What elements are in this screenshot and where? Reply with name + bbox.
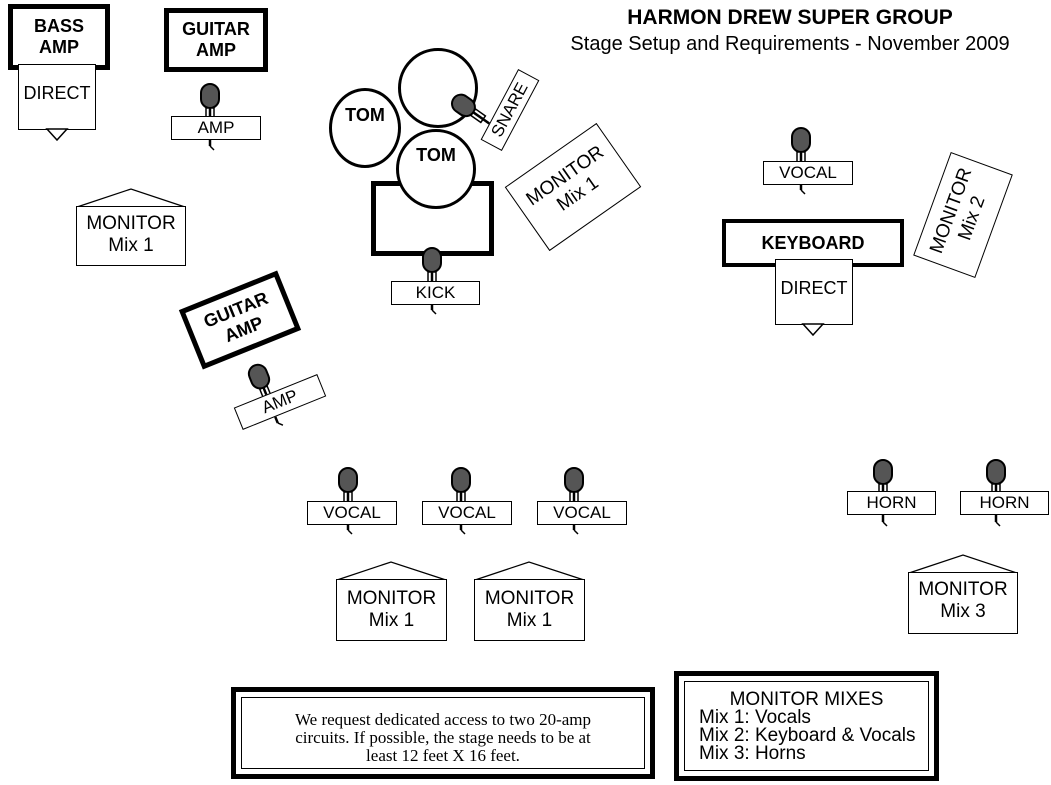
guitar-amp-top: GUITAR AMP [164, 8, 268, 72]
monitor-horns-line2: Mix 3 [940, 601, 986, 622]
requirements-line1: We request dedicated access to two 20-am… [294, 710, 591, 729]
tom-left: TOM [329, 88, 401, 168]
keyboard-direct-label: DIRECT [780, 278, 848, 298]
requirements-line2: circuits. If possible, the stage needs t… [295, 728, 591, 747]
page-title: HARMON DREW SUPER GROUP [627, 6, 953, 29]
mic-label-horn-2: HORN [960, 491, 1049, 515]
monitor-front-1-body: MONITOR Mix 1 [336, 579, 447, 641]
monitor-mixes-box: MONITOR MIXES Mix 1: Vocals Mix 2: Keybo… [674, 671, 939, 781]
monitor-left-body: MONITOR Mix 1 [76, 206, 186, 266]
mic-label-kick: KICK [391, 281, 480, 305]
monitor-front-1-line1: MONITOR [346, 588, 437, 609]
monitor-left: MONITOR Mix 1 [76, 188, 186, 266]
monitor-left-line1: MONITOR [86, 213, 176, 234]
bass-direct-arrow [45, 128, 69, 142]
monitor-front-2-body: MONITOR Mix 1 [474, 579, 585, 641]
keyboard-direct-box: DIRECT [775, 259, 853, 325]
monitor-horns: MONITOR Mix 3 [908, 554, 1018, 634]
requirements-inner: We request dedicated access to two 20-am… [241, 697, 645, 769]
monitor-left-line2: Mix 1 [108, 235, 154, 256]
monitor-front-1: MONITOR Mix 1 [336, 561, 447, 641]
mic-label-vocal-3: VOCAL [537, 501, 627, 525]
monitor-horns-line1: MONITOR [918, 579, 1008, 600]
keyboard-direct-arrow [801, 323, 825, 337]
mic-label-vocal-2: VOCAL [422, 501, 512, 525]
bass-direct-label: DIRECT [23, 83, 91, 103]
mic-label-vocal-keys: VOCAL [763, 161, 853, 185]
requirements-box: We request dedicated access to two 20-am… [231, 687, 655, 779]
mic-label-vocal-1: VOCAL [307, 501, 397, 525]
monitor-mix-item-3: Mix 3: Horns [699, 743, 806, 764]
mic-label-horn-1: HORN [847, 491, 936, 515]
tom-left-label: TOM [345, 104, 385, 125]
monitor-horns-body: MONITOR Mix 3 [908, 572, 1018, 634]
guitar-amp-top-label-line1: GUITAR [182, 19, 250, 39]
monitor-front-2: MONITOR Mix 1 [474, 561, 585, 641]
mic-label-amp-top: AMP [171, 116, 261, 140]
monitor-mix-item-1: Mix 1: Vocals [699, 707, 811, 728]
bass-amp-label-line1: BASS [33, 16, 84, 36]
requirements-line3: least 12 feet X 16 feet. [366, 746, 520, 765]
keyboard-amp-label: KEYBOARD [761, 232, 865, 253]
monitor-front-1-line2: Mix 1 [368, 610, 415, 631]
monitor-mixes-inner: MONITOR MIXES Mix 1: Vocals Mix 2: Keybo… [684, 681, 929, 771]
bass-amp: BASS AMP [8, 4, 110, 70]
tom-center: TOM [396, 129, 476, 209]
monitor-front-2-line2: Mix 1 [506, 610, 553, 631]
page-subtitle: Stage Setup and Requirements - November … [570, 33, 1010, 55]
tom-center-label: TOM [416, 144, 456, 165]
monitor-mix-item-2: Mix 2: Keyboard & Vocals [699, 725, 916, 746]
bass-amp-label-line2: AMP [39, 37, 79, 57]
monitor-front-2-line1: MONITOR [484, 588, 575, 609]
monitor-mixes-title: MONITOR MIXES [729, 689, 884, 710]
guitar-amp-top-label-line2: AMP [196, 40, 236, 60]
bass-direct-box: DIRECT [18, 64, 96, 130]
